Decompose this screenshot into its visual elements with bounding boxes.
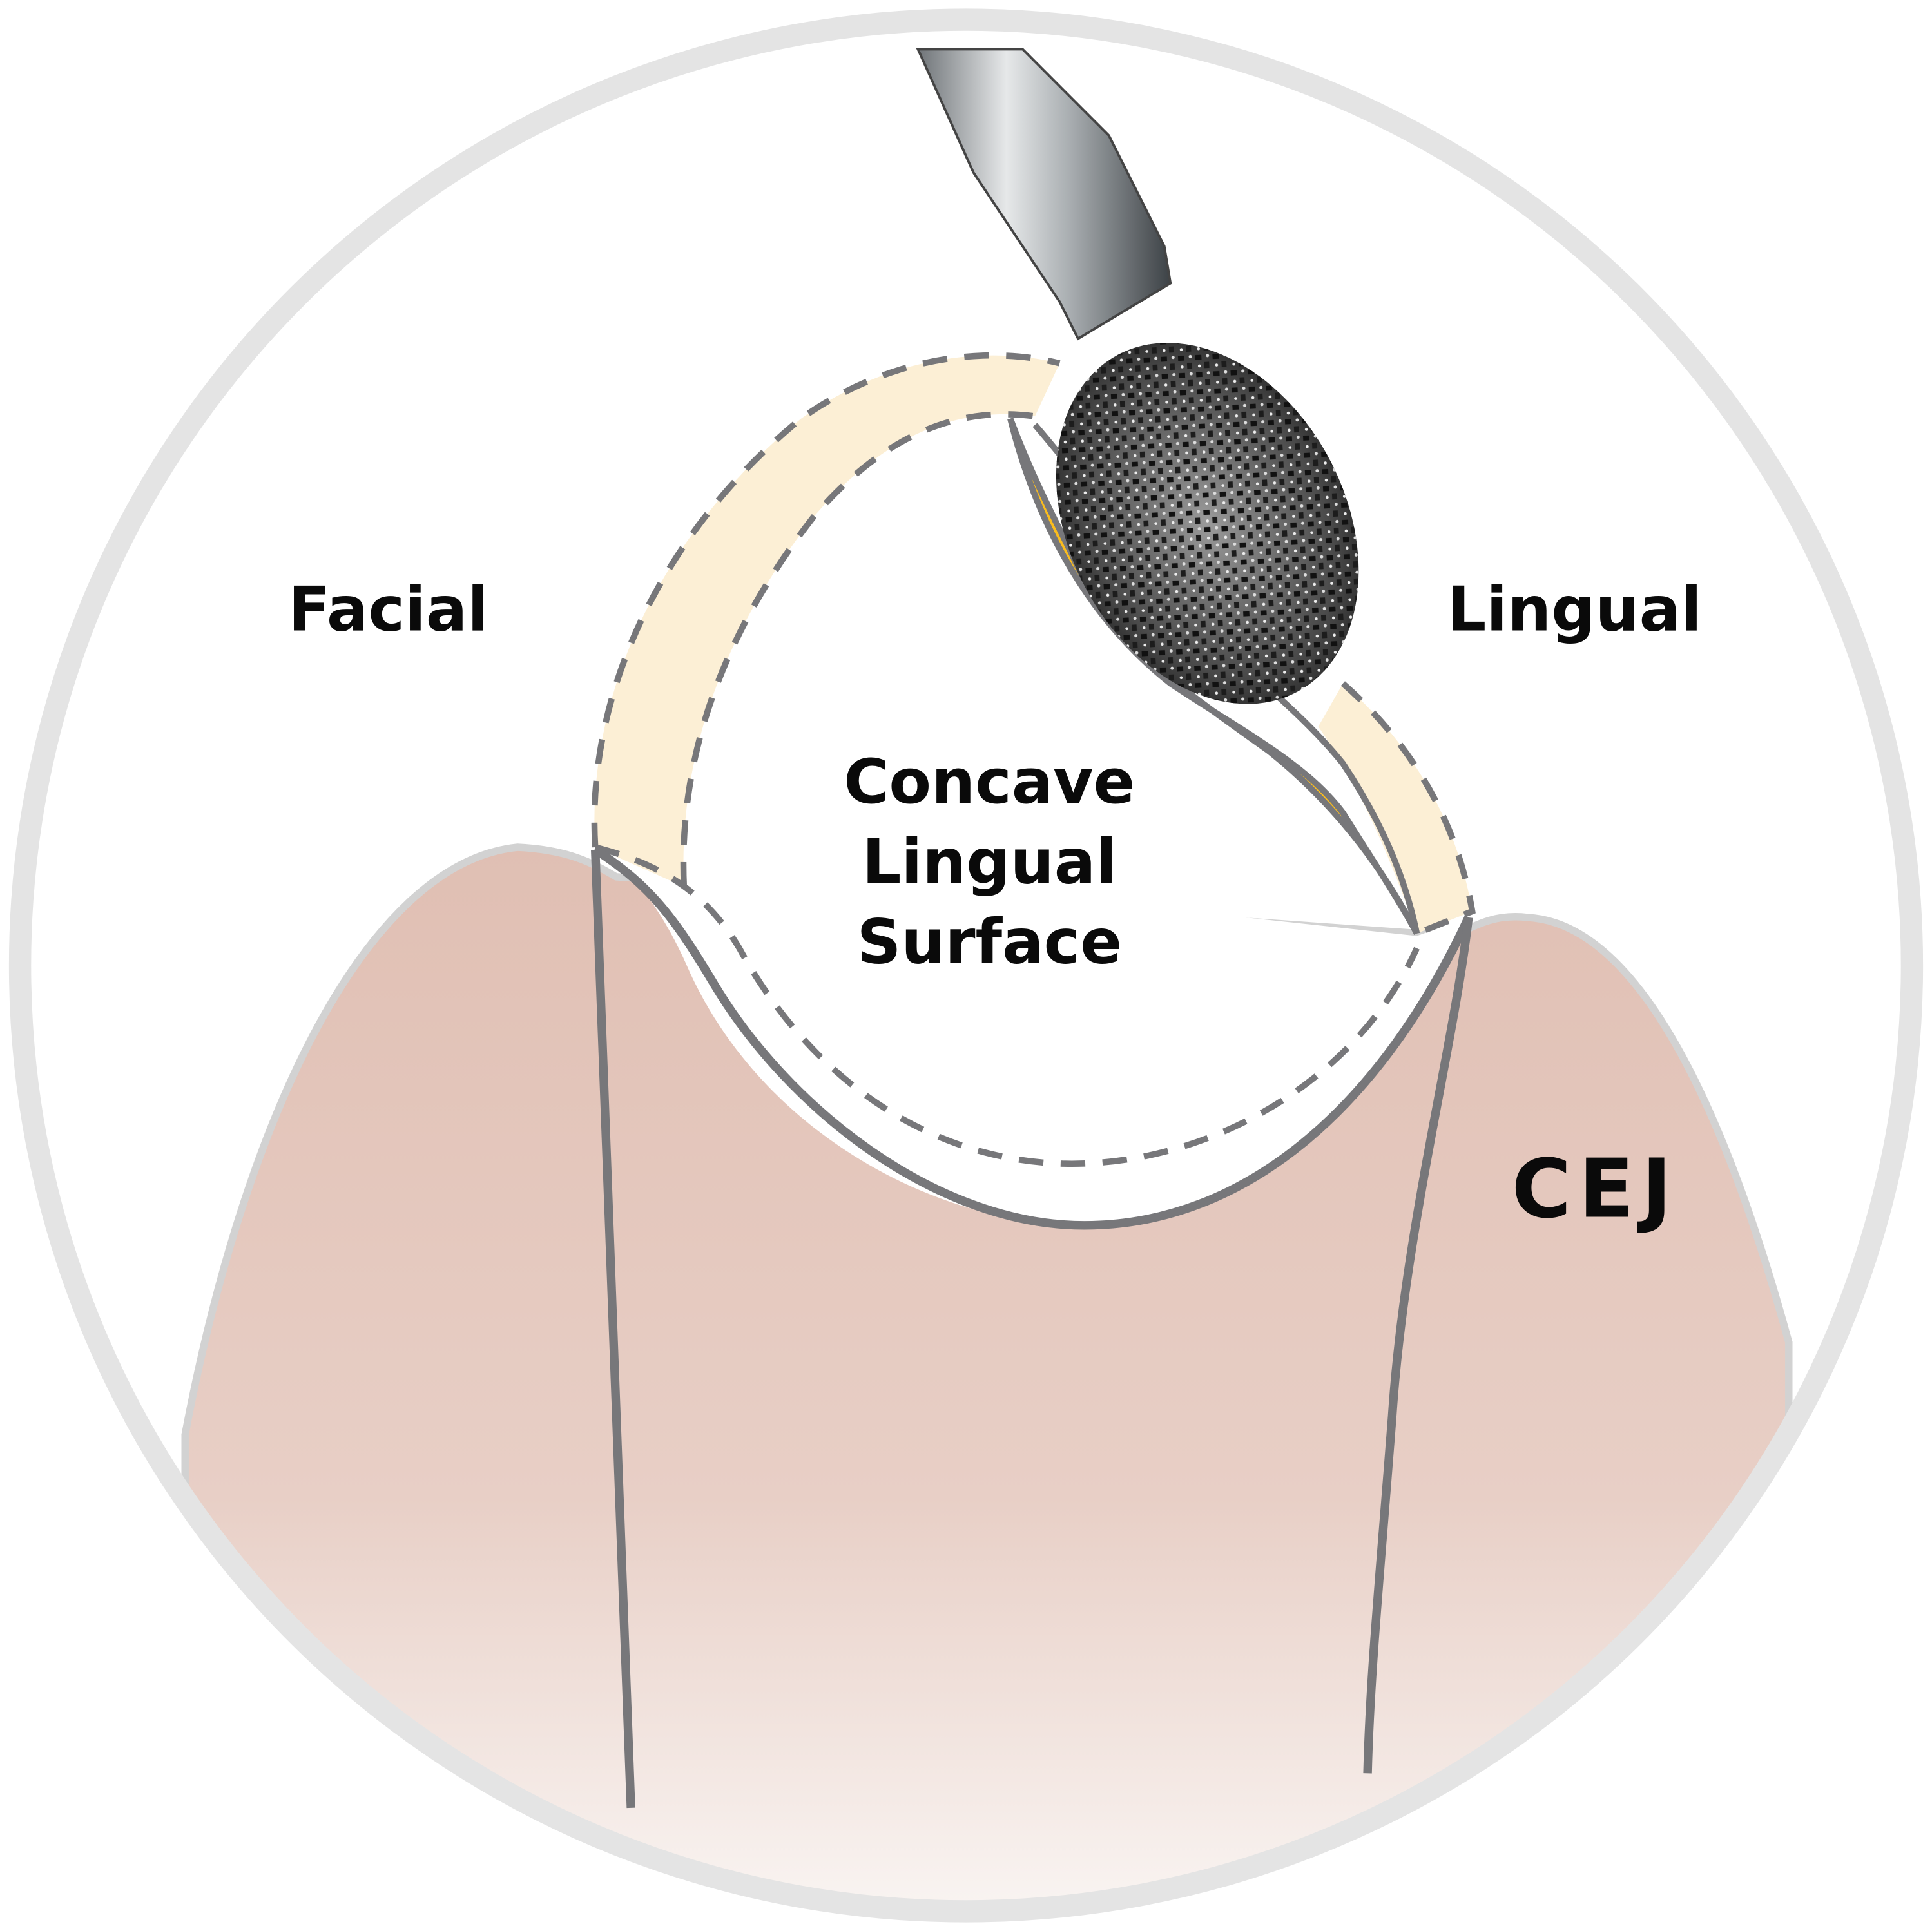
enamel-band bbox=[594, 355, 1060, 887]
diamond-bur-icon bbox=[916, 48, 1359, 704]
gum-tissue bbox=[181, 843, 1793, 1904]
label-concave-line2: Lingual bbox=[862, 825, 1117, 898]
label-lingual: Lingual bbox=[1447, 573, 1702, 646]
label-concave-line1: Concave bbox=[844, 745, 1135, 818]
frame-ring bbox=[8, 8, 1924, 1923]
tooth-crown-area bbox=[595, 847, 1469, 1225]
original-crown-outline bbox=[591, 352, 1476, 1167]
tooth-outline bbox=[590, 846, 1473, 1809]
label-concave-line3: Surface bbox=[857, 906, 1122, 978]
label-facial: Facial bbox=[288, 573, 488, 646]
label-cej: CEJ bbox=[1512, 1141, 1679, 1236]
enamel-band-lingual bbox=[1318, 683, 1473, 934]
